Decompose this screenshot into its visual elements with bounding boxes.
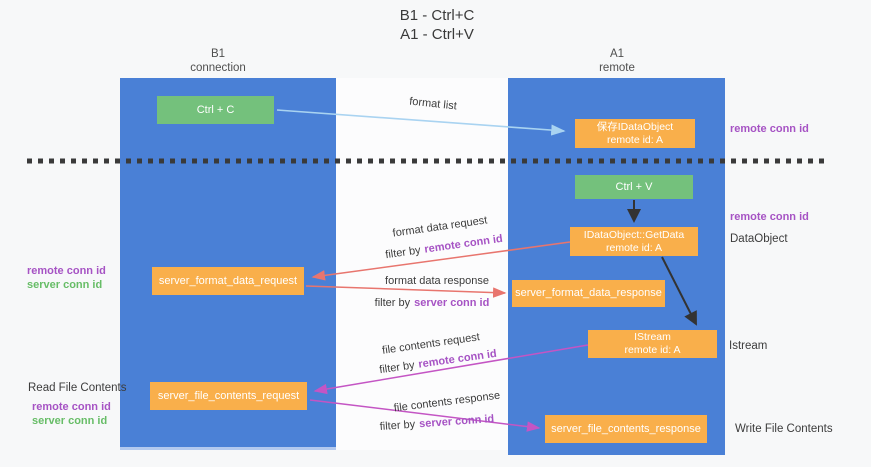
node-getdata-line1: IDataObject::GetData [583, 228, 685, 241]
node-fmt-response-label: server_format_data_response [515, 287, 662, 299]
node-server-file-contents-request: server_file_contents_request [150, 382, 307, 410]
node-save-idataobject: 保存IDataObject remote id: A [575, 119, 695, 148]
node-istream-line1: IStream [634, 331, 671, 343]
lane-b1-role: connection [190, 62, 246, 74]
label-remote-conn-id-left-2: remote conn id [32, 401, 111, 413]
title-line-1: B1 - Ctrl+C [399, 7, 475, 24]
node-server-format-data-response: server_format_data_response [512, 280, 665, 307]
filter-by-text: filter by [379, 418, 416, 433]
diagram-title: B1 - Ctrl+C A1 - Ctrl+V [287, 6, 587, 44]
node-getdata-line2: remote id: A [605, 241, 663, 254]
lane-a1-role: remote [599, 62, 635, 74]
lane-header-b1: B1 connection [118, 47, 318, 75]
label-server-conn-id-left-1: server conn id [27, 279, 103, 291]
label-dataobject: DataObject [730, 233, 788, 245]
node-istream-line2: remote id: A [624, 344, 681, 356]
node-file-request-label: server_file_contents_request [157, 389, 300, 402]
label-format-data-response: format data response [385, 275, 489, 287]
node-fmt-request-label: server_format_data_request [158, 274, 298, 287]
lane-a1-name: A1 [609, 48, 625, 60]
label-remote-conn-id-right-1: remote conn id [730, 123, 809, 135]
node-ctrl-c-label: Ctrl + C [196, 103, 235, 116]
node-save-idataobject-line1: 保存IDataObject [596, 120, 674, 133]
node-ctrl-c: Ctrl + C [157, 96, 274, 124]
node-save-idataobject-line2: remote id: A [606, 133, 664, 146]
node-ctrl-v-label: Ctrl + V [615, 180, 653, 193]
title-line-2: A1 - Ctrl+V [400, 26, 474, 43]
lane-b1-name: B1 [210, 48, 226, 60]
node-server-file-contents-response: server_file_contents_response [545, 415, 707, 443]
server-conn-id-text: server conn id [414, 297, 490, 309]
label-remote-conn-id-right-2: remote conn id [730, 211, 809, 223]
label-remote-conn-id-left-1: remote conn id [27, 265, 106, 277]
label-server-conn-id-left-2: server conn id [32, 415, 108, 427]
filter-by-text: filter by [374, 297, 411, 309]
label-write-file-contents: Write File Contents [735, 423, 833, 435]
label-read-file-contents: Read File Contents [28, 382, 127, 394]
lane-header-a1: A1 remote [517, 47, 717, 75]
node-ctrl-v: Ctrl + V [575, 175, 693, 199]
node-idataobject-getdata: IDataObject::GetData remote id: A [570, 227, 698, 256]
label-istream: Istream [729, 340, 768, 352]
node-server-format-data-request: server_format_data_request [152, 267, 304, 295]
node-istream: IStream remote id: A [588, 330, 717, 358]
node-file-response-label: server_file_contents_response [551, 422, 701, 435]
